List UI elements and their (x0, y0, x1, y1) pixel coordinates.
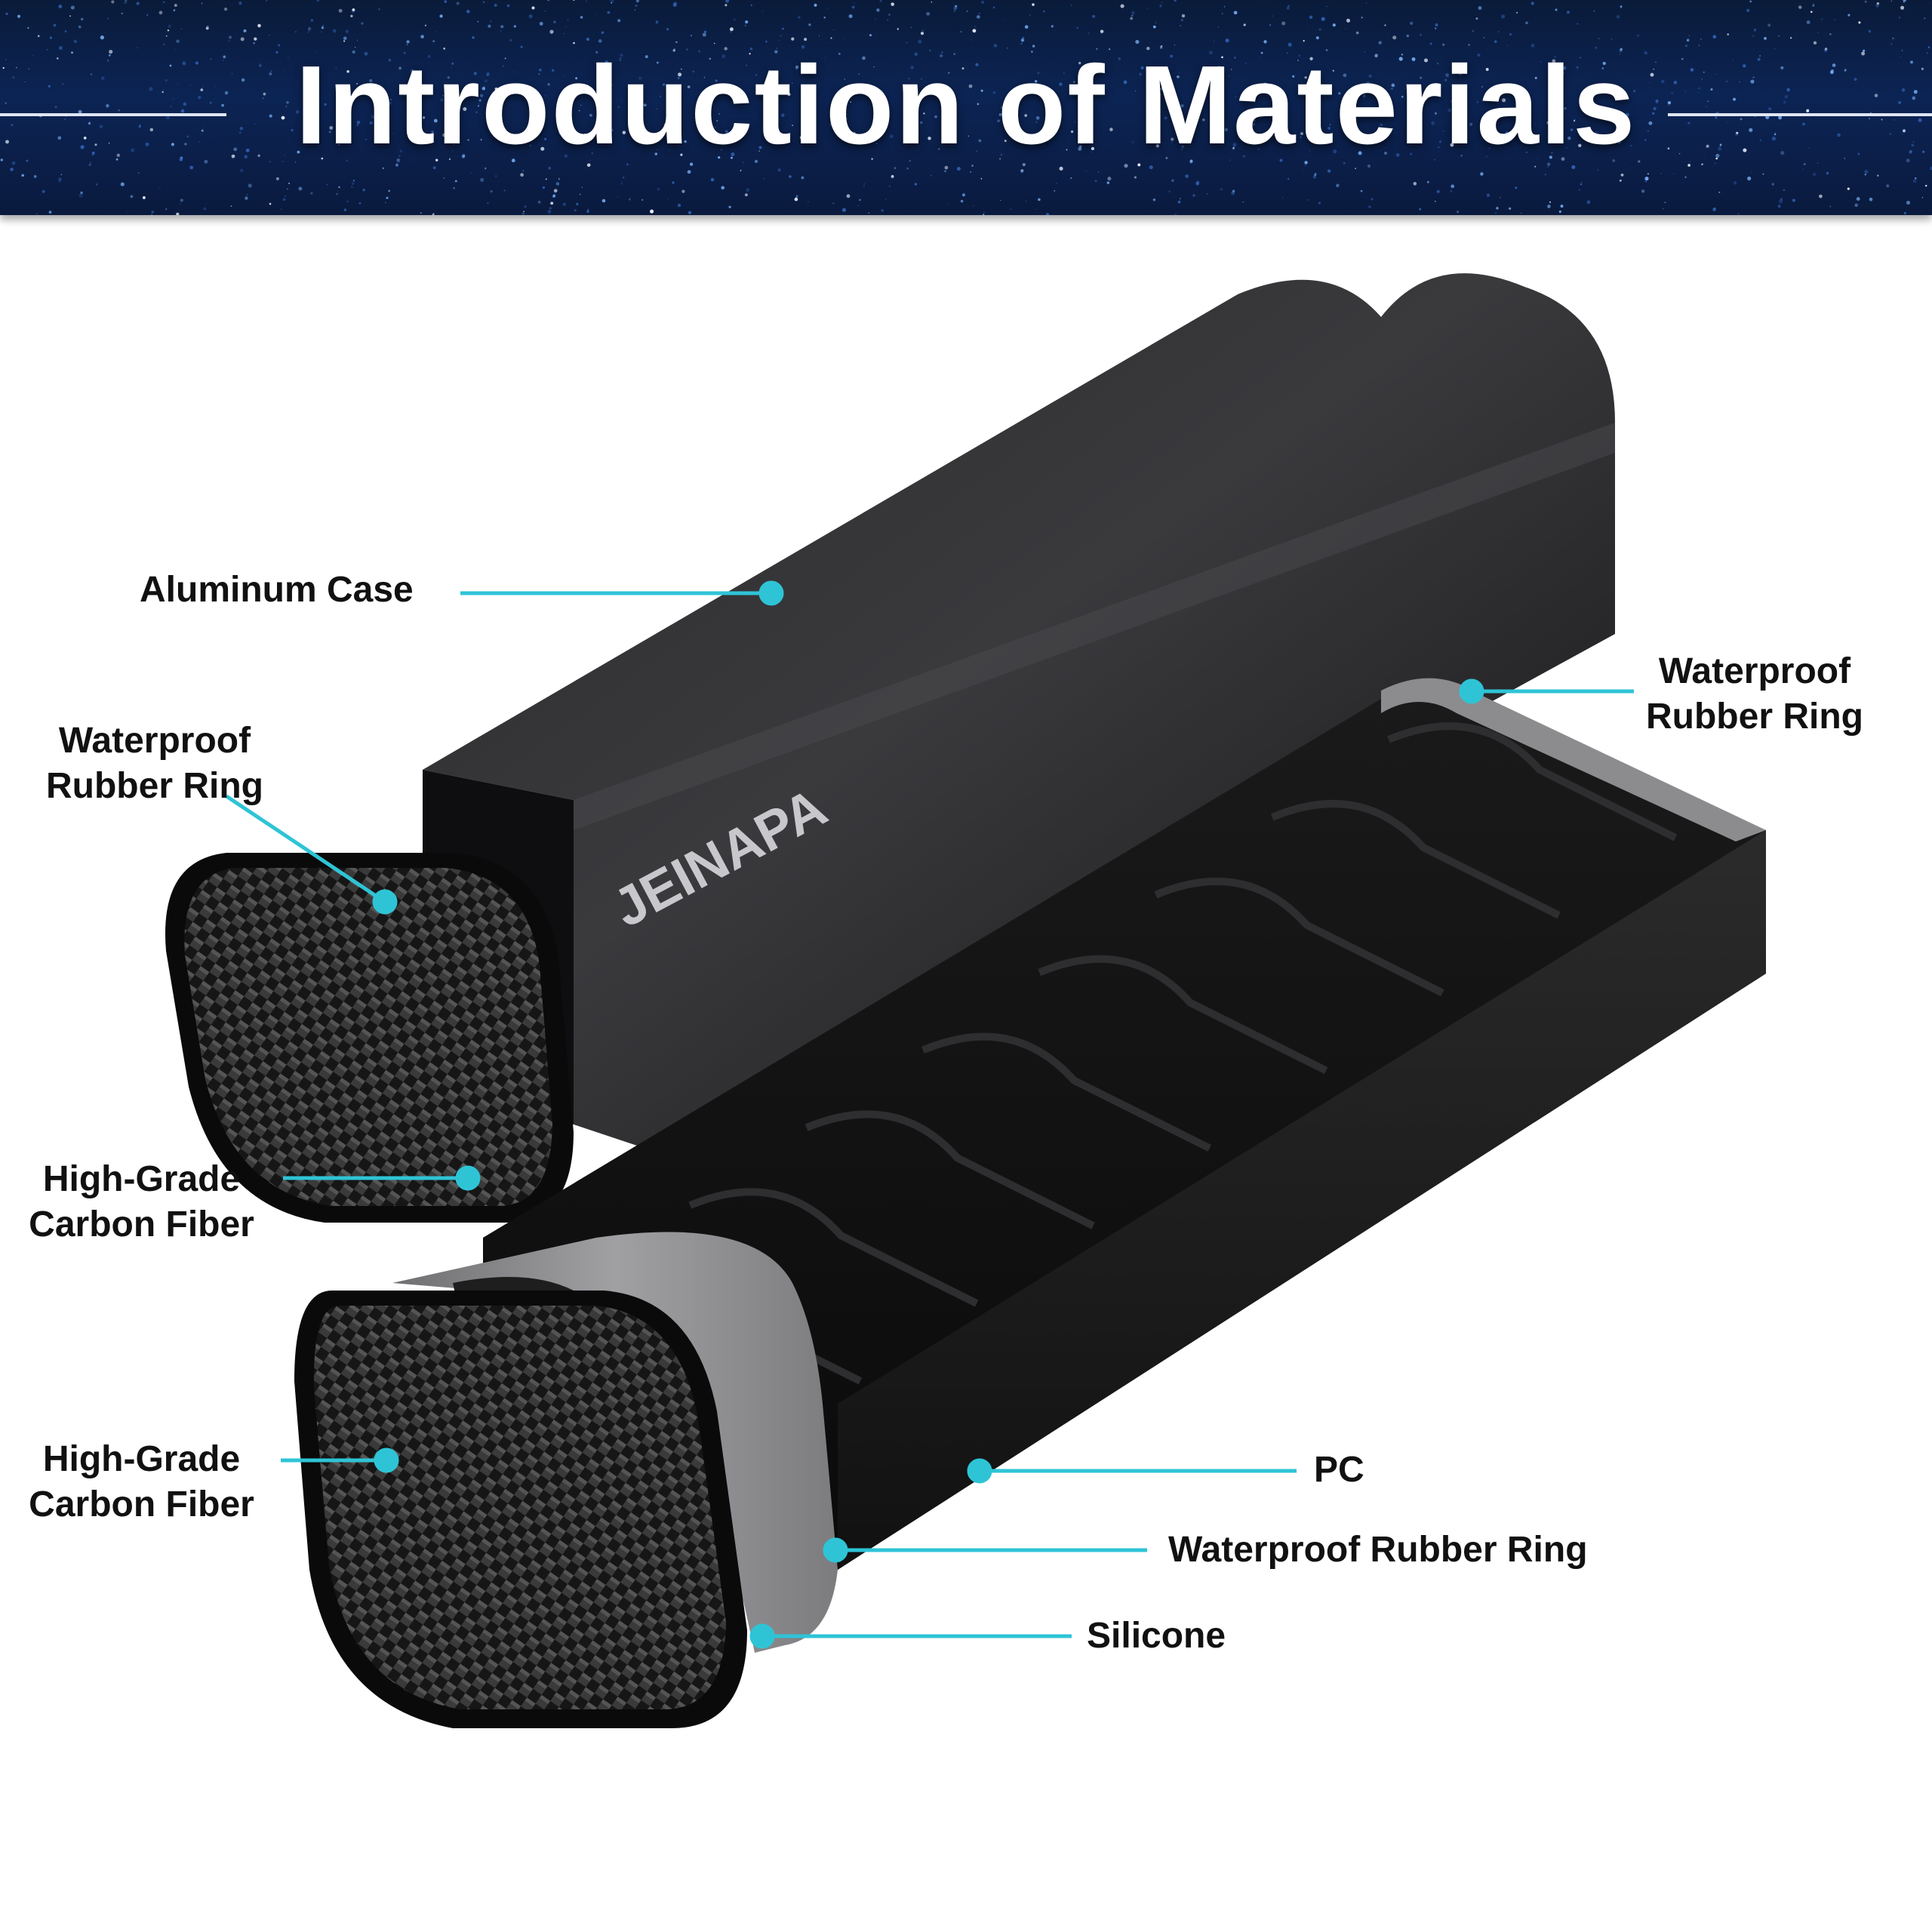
callout-lines (225, 580, 1634, 1649)
label-carbon-fiber-lower: High-Grade Carbon Fiber (29, 1439, 254, 1524)
header-rule-left (0, 113, 226, 116)
compartment-divider (1387, 722, 1678, 841)
header-rule-right (1668, 113, 1932, 116)
label-silicone: Silicone (1087, 1616, 1226, 1656)
compartment-divider (921, 1032, 1212, 1152)
page-title: Introduction of Materials (295, 43, 1637, 168)
label-rubber-ring-left: Waterproof Rubber Ring (46, 721, 263, 806)
compartment-divider (1270, 800, 1561, 919)
compartment-divider (804, 1110, 1095, 1229)
label-pc: PC (1314, 1450, 1364, 1490)
compartment-divider (1154, 877, 1444, 997)
compartment-divider (688, 1188, 979, 1307)
label-aluminum-case: Aluminum Case (140, 570, 414, 610)
sparkle-texture (0, 0, 1932, 215)
label-rubber-ring-right: Waterproof Rubber Ring (1646, 651, 1863, 737)
compartment-divider (1038, 955, 1328, 1075)
label-carbon-fiber-upper: High-Grade Carbon Fiber (29, 1159, 254, 1244)
upper-carbon-cap (165, 853, 574, 1223)
lower-carbon-cap (294, 1291, 747, 1728)
label-rubber-ring-bottom: Waterproof Rubber Ring (1168, 1530, 1588, 1570)
header-banner: Introduction of Materials (0, 0, 1932, 215)
